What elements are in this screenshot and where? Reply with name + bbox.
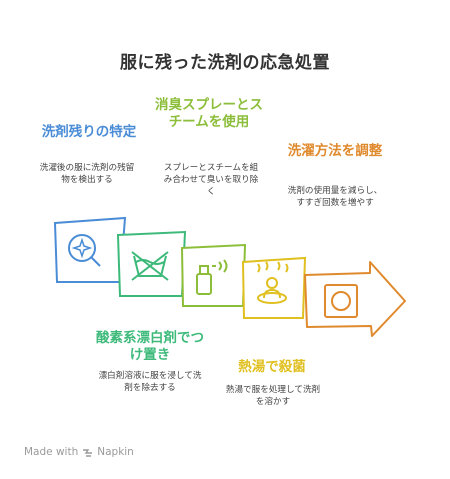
step-3-title: 消臭スプレーとスチームを使用 <box>155 97 263 130</box>
napkin-logo-icon <box>83 448 93 457</box>
step-2-description: 漂白剤溶液に服を浸して洗剤を除去する <box>98 371 202 393</box>
footer: Made with Napkin <box>24 446 134 458</box>
step-3-description: スプレーとスチームを組み合わせて臭いを取り除く <box>163 163 259 197</box>
step-1-description: 洗濯後の服に洗剤の残留物を検出する <box>39 163 135 185</box>
step-2-panel <box>116 230 187 297</box>
step-5-title: 洗濯方法を調整 <box>287 143 383 159</box>
hot-water-icon <box>257 261 289 304</box>
step-4-panel <box>241 256 307 319</box>
no-wash-icon <box>131 251 169 281</box>
made-with-label: Made with <box>24 446 79 458</box>
step-1-title: 洗剤残りの特定 <box>41 124 137 140</box>
washing-machine-icon <box>324 284 358 318</box>
napkin-brand-label: Napkin <box>97 446 134 458</box>
step-2-title: 酸素系漂白剤でつけ置き <box>96 330 204 363</box>
step-5-panel <box>304 261 406 337</box>
step-3-panel <box>180 243 247 307</box>
step-4-description: 熱湯で服を処理して洗剤を溶かす <box>225 385 321 407</box>
step-4-title: 熱湯で殺菌 <box>238 359 306 375</box>
page-title: 服に残った洗剤の応急処置 <box>120 53 330 73</box>
step-1-panel <box>53 216 127 283</box>
step-5-description: 洗剤の使用量を減らし、すすぎ回数を増やす <box>287 186 383 208</box>
spray-icon <box>196 259 228 295</box>
search-sparkle-icon <box>68 234 101 267</box>
